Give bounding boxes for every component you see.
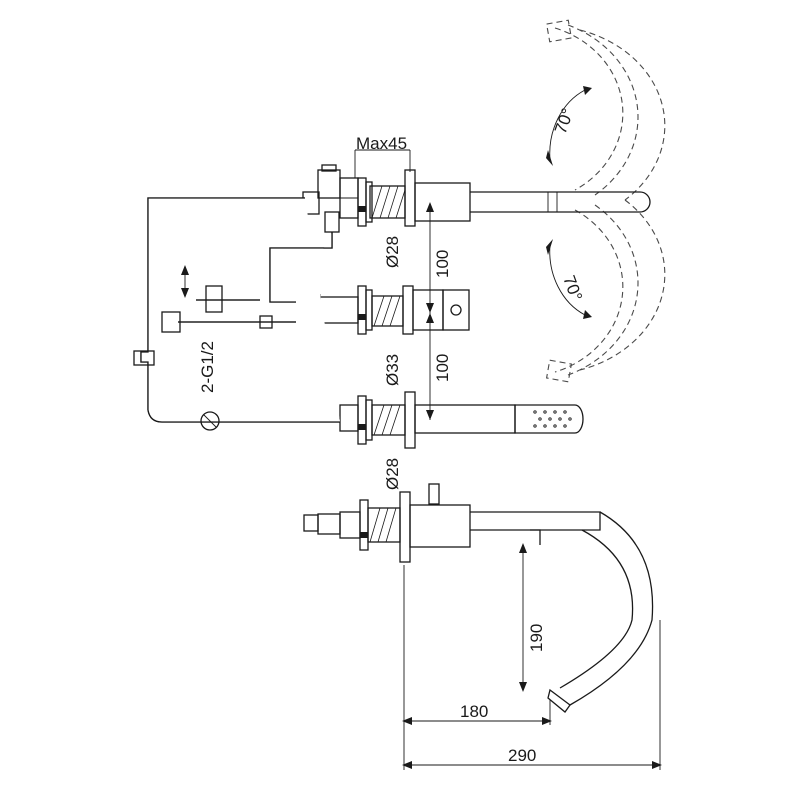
braided-hoses: [133, 197, 340, 431]
connection-label: 2-G1/2: [198, 341, 217, 393]
spacing-lower-label: 100: [433, 354, 452, 382]
top-view: [133, 19, 666, 449]
angle-lower-label: 70°: [559, 273, 586, 304]
hand-shower-top-view: [339, 391, 584, 449]
angle-upper-label: 70°: [551, 106, 578, 137]
side-view: [303, 483, 654, 713]
handle-top-view: [295, 285, 470, 335]
diameter-bottom-label: Ø28: [383, 458, 402, 490]
angle-indicator-upper: [546, 86, 592, 166]
diameter-top-label: Ø28: [383, 236, 402, 268]
max-depth-label: Max45: [356, 134, 407, 153]
spout-height-label: 190: [527, 624, 546, 652]
spacing-upper-label: 100: [433, 250, 452, 278]
spout-swing-arcs: [545, 19, 666, 383]
diameter-middle-label: Ø33: [383, 354, 402, 386]
total-length-label: 290: [508, 746, 536, 765]
dimension-lines: [354, 149, 662, 770]
spout-reach-label: 180: [460, 702, 488, 721]
spout-top-view: [302, 164, 651, 233]
angle-indicator-lower: [546, 239, 592, 319]
